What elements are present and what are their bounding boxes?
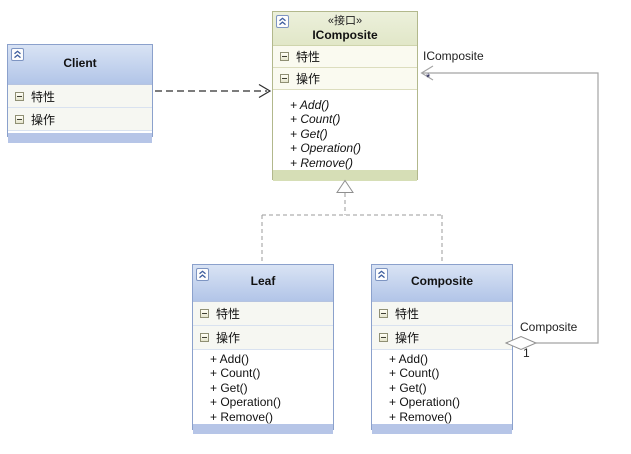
aggregation-target-role-label: IComposite	[423, 49, 484, 63]
section-row-properties[interactable]: 特性	[193, 302, 333, 326]
section-row-properties[interactable]: 特性	[8, 85, 152, 108]
section-label: 特性	[216, 307, 241, 321]
aggregation-owner-role-label: Composite	[520, 320, 578, 334]
class-box-leaf[interactable]: Leaf 特性 操作 + Add() + Count() + Get() + O…	[192, 264, 334, 435]
class-header[interactable]: Composite	[372, 265, 512, 302]
section-row-operations[interactable]: 操作	[372, 326, 512, 350]
class-box-client[interactable]: Client 特性 操作	[7, 44, 153, 143]
operation-item[interactable]: + Count()	[389, 366, 440, 381]
section-label: 操作	[31, 112, 56, 127]
collapse-minus-icon[interactable]	[200, 333, 209, 342]
operation-item[interactable]: + Get()	[389, 380, 427, 395]
section-row-properties[interactable]: 特性	[372, 302, 512, 326]
operation-item[interactable]: + Operation()	[210, 395, 282, 410]
collapse-minus-icon[interactable]	[280, 52, 289, 61]
class-title: Client	[63, 55, 97, 70]
collapse-minus-icon[interactable]	[200, 309, 209, 318]
operation-item[interactable]: + Get()	[290, 126, 328, 141]
interface-box-icomposite[interactable]: «接口» IComposite 特性 操作 + Add() + Count() …	[272, 11, 418, 182]
class-header[interactable]: Leaf	[193, 265, 333, 302]
operation-item[interactable]: + Remove()	[210, 409, 274, 424]
box-footer-strip	[8, 133, 152, 143]
collapse-minus-icon[interactable]	[379, 333, 388, 342]
aggregation-owner-multiplicity-label: 1	[523, 346, 530, 360]
section-row-operations[interactable]: 操作	[193, 326, 333, 350]
collapse-chevron-icon[interactable]	[276, 15, 289, 28]
interface-header[interactable]: «接口» IComposite	[273, 12, 417, 46]
dependency-connector[interactable]	[155, 83, 272, 99]
collapse-minus-icon[interactable]	[15, 114, 24, 124]
class-title: Composite	[410, 274, 473, 288]
section-label: 特性	[31, 89, 56, 104]
section-label: 操作	[296, 72, 321, 86]
operation-item[interactable]: + Add()	[210, 352, 250, 366]
section-label: 操作	[395, 331, 420, 345]
operation-item[interactable]: + Operation()	[389, 395, 461, 410]
collapse-minus-icon[interactable]	[15, 91, 24, 101]
class-header[interactable]: Client	[8, 45, 152, 85]
section-label: 操作	[216, 331, 241, 345]
collapse-chevron-icon[interactable]	[11, 48, 24, 61]
members-area: + Add() + Count() + Get() + Operation() …	[372, 350, 512, 425]
members-area	[8, 131, 152, 133]
box-footer-strip	[193, 424, 333, 435]
stereotype-label: «接口»	[327, 15, 363, 27]
aggregation-target-multiplicity-label: *	[426, 72, 431, 84]
operation-item[interactable]: + Remove()	[389, 409, 453, 424]
operation-item[interactable]: + Count()	[210, 366, 261, 381]
operation-item[interactable]: + Add()	[389, 352, 429, 366]
operation-item[interactable]: + Get()	[210, 380, 248, 395]
box-footer-strip	[372, 424, 512, 435]
interface-title: IComposite	[312, 28, 378, 42]
section-row-operations[interactable]: 操作	[273, 68, 417, 90]
section-label: 特性	[296, 50, 321, 64]
box-footer-strip	[273, 170, 417, 182]
operation-item[interactable]: + Remove()	[290, 155, 354, 170]
collapse-minus-icon[interactable]	[379, 309, 388, 318]
members-area: + Add() + Count() + Get() + Operation() …	[193, 350, 333, 425]
class-title: Leaf	[250, 274, 276, 288]
collapse-chevron-icon[interactable]	[375, 268, 388, 281]
members-area: + Add() + Count() + Get() + Operation() …	[273, 90, 417, 171]
realization-connector[interactable]	[261, 179, 443, 264]
section-row-operations[interactable]: 操作	[8, 108, 152, 131]
class-box-composite[interactable]: Composite 特性 操作 + Add() + Count() + Get(…	[371, 264, 513, 435]
operation-item[interactable]: + Operation()	[290, 141, 362, 156]
section-label: 特性	[395, 307, 420, 321]
collapse-minus-icon[interactable]	[280, 74, 289, 83]
collapse-chevron-icon[interactable]	[196, 268, 209, 281]
operation-item[interactable]: + Count()	[290, 112, 341, 127]
operation-item[interactable]: + Add()	[290, 98, 330, 112]
section-row-properties[interactable]: 特性	[273, 46, 417, 68]
